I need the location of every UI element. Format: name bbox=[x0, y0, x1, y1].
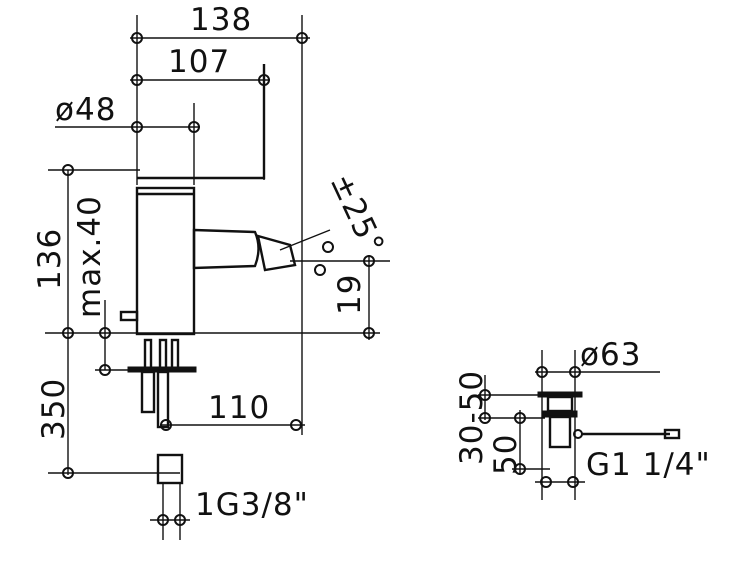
label-138: 138 bbox=[190, 2, 252, 38]
dim-dot bbox=[160, 419, 172, 431]
label-107: 107 bbox=[168, 44, 230, 80]
dim-dot bbox=[157, 514, 169, 526]
drain-upper bbox=[546, 395, 574, 413]
spout bbox=[192, 228, 260, 270]
label-50: 50 bbox=[488, 434, 524, 475]
pop-up-knob bbox=[119, 310, 139, 322]
hose-connector bbox=[156, 453, 184, 485]
dim-dot bbox=[514, 412, 526, 424]
label-3050: 30-50 bbox=[454, 370, 490, 465]
spout-nozzle bbox=[256, 234, 297, 272]
label-350: 350 bbox=[36, 378, 72, 440]
pipe-right bbox=[170, 338, 180, 372]
dim-dot bbox=[536, 366, 548, 378]
dim-dot bbox=[62, 327, 74, 339]
dim-dot bbox=[569, 366, 581, 378]
dim-dot bbox=[363, 255, 375, 267]
dim-dot bbox=[62, 164, 74, 176]
label-thread-g38: 1G3/8" bbox=[195, 487, 309, 523]
pipe-mid bbox=[158, 338, 168, 372]
dim-dot bbox=[131, 32, 143, 44]
lever-outline bbox=[137, 64, 266, 180]
drain-tail bbox=[548, 415, 572, 449]
drain-drawing: 30-50 ø63 50 G1 1/4" bbox=[454, 337, 711, 500]
dim-dot bbox=[99, 364, 111, 376]
swivel-mark bbox=[279, 229, 331, 251]
mixer-drawing: 138 107 ø48 136 max.40 ±25° 19 350 110 1… bbox=[32, 2, 391, 540]
dim-dot bbox=[363, 327, 375, 339]
label-max40: max.40 bbox=[72, 195, 108, 318]
mixer-body bbox=[135, 186, 196, 336]
pipe-left bbox=[143, 338, 153, 372]
dim-dot bbox=[314, 264, 326, 276]
dim-dot bbox=[514, 463, 526, 475]
dim-dot bbox=[322, 241, 334, 253]
dim-dot bbox=[290, 419, 302, 431]
dim-dot bbox=[567, 476, 579, 488]
dim-dot bbox=[131, 74, 143, 86]
label-thread-g14: G1 1/4" bbox=[586, 447, 711, 483]
label-136: 136 bbox=[32, 228, 68, 290]
rod bbox=[140, 370, 156, 414]
label-19: 19 bbox=[332, 274, 368, 315]
dim-dot bbox=[479, 389, 491, 401]
label-dia48: ø48 bbox=[55, 92, 116, 128]
dim-dot bbox=[188, 121, 200, 133]
dim-dot bbox=[540, 476, 552, 488]
dim-dot bbox=[479, 412, 491, 424]
rod-end bbox=[663, 428, 681, 440]
dim-dot bbox=[99, 327, 111, 339]
dim-dot bbox=[174, 514, 186, 526]
dim-dot bbox=[131, 121, 143, 133]
label-dia63: ø63 bbox=[580, 337, 641, 373]
dim-dot bbox=[296, 32, 308, 44]
hose bbox=[156, 370, 170, 429]
label-110: 110 bbox=[208, 390, 270, 426]
dim-dot bbox=[62, 467, 74, 479]
